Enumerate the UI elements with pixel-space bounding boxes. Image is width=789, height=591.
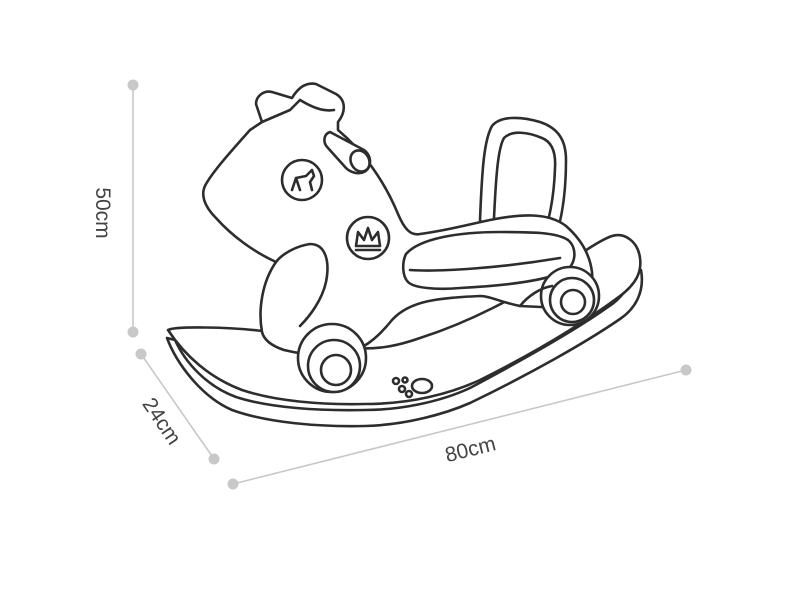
crown-emblem-icon bbox=[345, 215, 391, 261]
seat-edge bbox=[408, 256, 562, 272]
rocker-base-side bbox=[165, 266, 644, 428]
rocking-horse-illustration bbox=[165, 82, 644, 428]
height-dimension: 50cm bbox=[91, 79, 139, 338]
depth-label: 24cm bbox=[137, 394, 185, 449]
paw-print-icon bbox=[391, 376, 434, 399]
height-label: 50cm bbox=[91, 187, 114, 238]
front-leg bbox=[274, 242, 329, 328]
horse-body bbox=[202, 82, 594, 357]
front-wheel bbox=[296, 322, 368, 394]
seat-backrest-inner bbox=[492, 131, 557, 248]
rear-wheel bbox=[539, 265, 601, 327]
horse-emblem-icon bbox=[280, 158, 324, 202]
length-label: 80cm bbox=[443, 432, 498, 467]
